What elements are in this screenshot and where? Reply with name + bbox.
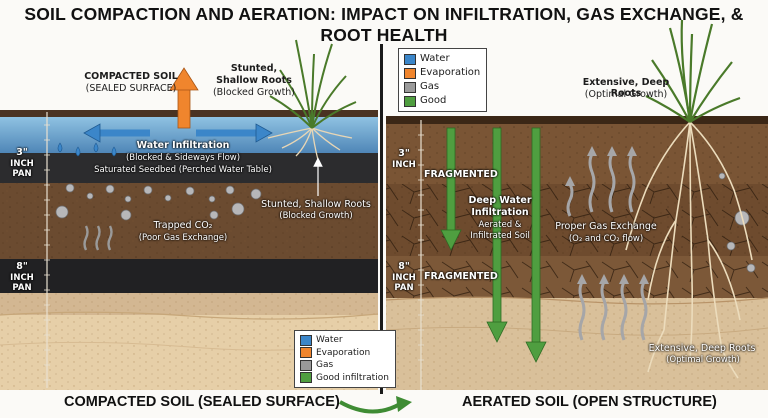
water-swatch <box>300 334 312 346</box>
left-grass-plant <box>269 39 357 129</box>
pan-8-depth: 8" <box>16 261 28 272</box>
legend-item-good: Good <box>404 94 480 108</box>
left-bottom-label: COMPACTED SOIL (SEALED SURFACE) <box>64 394 340 410</box>
legend-item-gas: Gas <box>404 80 480 94</box>
legend-item-good-infiltration: Good infiltration <box>300 372 389 385</box>
water-droplets <box>57 142 117 157</box>
water-infiltration-note: (Blocked & Sideways Flow) <box>125 153 241 163</box>
right-depth-3: 3" <box>398 148 410 159</box>
sealed-surface-label: (SEALED SURFACE) <box>85 83 177 94</box>
extensive-roots-top-title: Extensive, Deep Roots <box>582 77 670 99</box>
extensive-roots-top-note: (Optimal Growth) <box>584 89 668 100</box>
deep-water-line2: Infiltration <box>471 207 529 218</box>
pan-8-line1: INCH <box>10 273 34 283</box>
trapped-co2-note: (Poor Gas Exchange) <box>138 233 228 243</box>
evaporation-swatch <box>404 67 416 79</box>
deep-water-line4: Infiltrated Soil <box>470 231 530 241</box>
extensive-roots-bottom-note: (Optimal Growth) <box>666 355 740 365</box>
right-depth-3-unit: INCH <box>392 160 416 170</box>
fragmented-label-upper: FRAGMENTED <box>424 169 498 180</box>
saturated-seedbed-label: Saturated Seedbed (Perched Water Table) <box>94 165 272 175</box>
evaporation-swatch <box>300 347 312 359</box>
good-swatch <box>404 95 416 107</box>
good-swatch <box>300 372 312 384</box>
water-infiltration-title: Water Infiltration <box>136 140 230 151</box>
transition-arrow-head <box>396 396 412 412</box>
right-legend: Water Evaporation Gas Good <box>398 48 488 112</box>
gas-exchange-note: (O₂ and CO₂ flow) <box>568 234 644 244</box>
legend-item-water: Water <box>404 52 480 66</box>
diagram-title: SOIL COMPACTION AND AERATION: IMPACT ON … <box>24 4 744 45</box>
gas-swatch <box>300 359 312 371</box>
gas-exchange-title: Proper Gas Exchange <box>555 221 657 232</box>
panel-divider <box>380 44 383 394</box>
fragmented-label-lower: FRAGMENTED <box>424 271 498 282</box>
right-grass-plant <box>645 19 741 123</box>
transition-arrow <box>339 400 401 414</box>
stunted-roots-title: Stunted, <box>230 63 278 74</box>
right-deep-roots <box>625 121 753 379</box>
right-depth-8-line1: INCH <box>392 273 416 283</box>
right-depth-8-line2: PAN <box>394 283 414 293</box>
pan-3-line2: PAN <box>12 169 32 179</box>
left-shallow-roots <box>267 127 353 161</box>
gas-exchange-arrows <box>566 153 648 341</box>
trapped-co2-label: Trapped CO₂ <box>153 220 213 231</box>
trapped-gas-bubbles <box>55 183 262 221</box>
water-swatch <box>404 53 416 65</box>
deep-water-line1: Deep Water <box>468 195 532 206</box>
extensive-roots-bottom-title: Extensive, Deep Roots <box>648 343 756 354</box>
pan-3-depth: 3" <box>16 147 28 158</box>
pan-8-line2: PAN <box>12 283 32 293</box>
legend-item-water: Water <box>300 334 389 347</box>
right-bottom-label: AERATED SOIL (OPEN STRUCTURE) <box>462 394 717 410</box>
pan-3-line1: INCH <box>10 159 34 169</box>
deep-water-line3: Aerated & <box>478 220 522 230</box>
legend-item-evaporation: Evaporation <box>300 347 389 360</box>
legend-item-gas: Gas <box>300 359 389 372</box>
right-soil-panel <box>385 19 768 390</box>
trapped-gas-arrows <box>83 225 113 251</box>
deep-infiltration-arrows <box>440 127 547 363</box>
stunted-roots-subtitle: Shallow Roots <box>216 75 292 86</box>
stunted-lower-title: Stunted, Shallow Roots <box>261 199 371 210</box>
gas-swatch <box>404 81 416 93</box>
stunted-roots-note: (Blocked Growth) <box>212 87 296 98</box>
legend-item-evaporation: Evaporation <box>404 66 480 80</box>
stunted-lower-note: (Blocked Growth) <box>279 211 353 221</box>
compacted-soil-label: COMPACTED SOIL <box>84 71 178 82</box>
left-legend: Water Evaporation Gas Good infiltration <box>294 330 396 388</box>
right-depth-8: 8" <box>398 261 410 272</box>
